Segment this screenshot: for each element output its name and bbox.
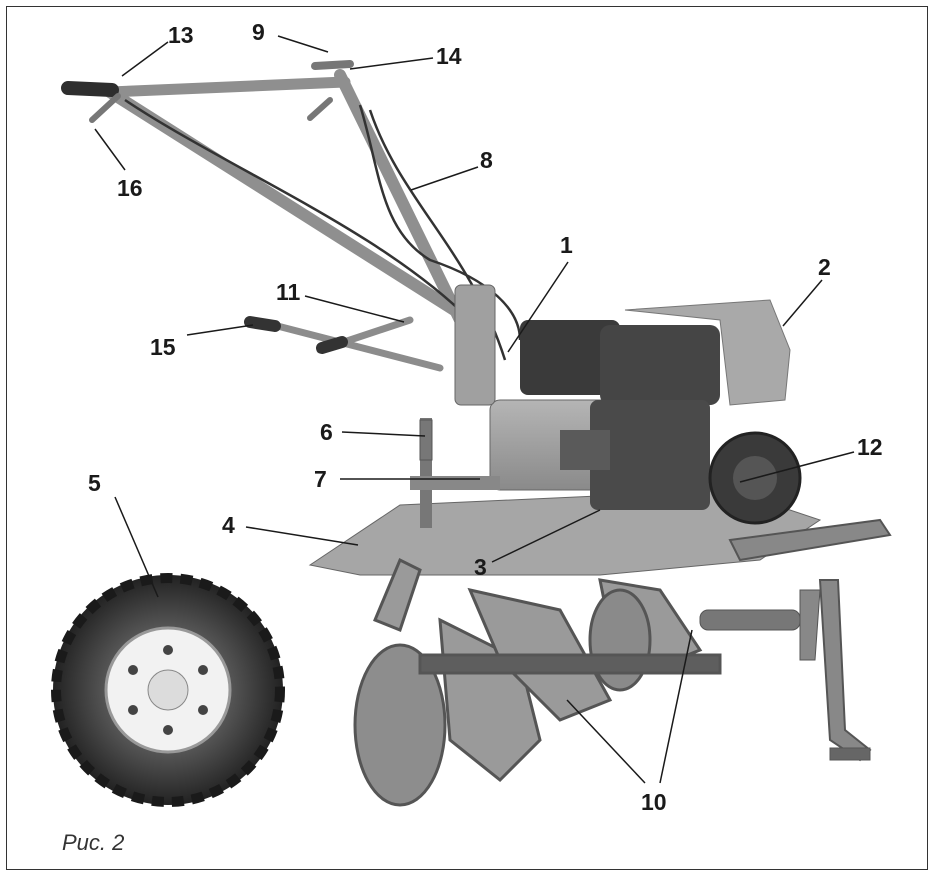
callout-13: 13 [168,22,194,48]
wheel [51,573,285,807]
callout-labels: 1 2 3 4 5 6 7 8 9 10 11 12 13 14 15 16 [88,19,883,815]
callout-10: 10 [641,789,667,815]
callout-9: 9 [252,19,265,45]
engine [520,299,802,525]
callout-3: 3 [474,554,487,580]
callout-15: 15 [150,334,176,360]
gear-shift-lever [244,316,444,372]
callout-16: 16 [117,175,143,201]
callout-6: 6 [320,419,333,445]
callout-1: 1 [560,232,573,258]
callout-5: 5 [88,470,101,496]
callout-11: 11 [276,279,301,305]
rear-support-stand [699,518,892,762]
tiller-blades [353,557,722,807]
handlebar-assembly [61,60,476,326]
depth-opener [419,419,433,461]
callout-2: 2 [818,254,831,280]
figure-caption: Рис. 2 [62,830,125,855]
callout-12: 12 [857,434,883,460]
callout-14: 14 [436,43,462,69]
callout-4: 4 [222,512,235,538]
callout-leaders [94,35,855,784]
callout-8: 8 [480,147,493,173]
callout-7: 7 [314,466,327,492]
